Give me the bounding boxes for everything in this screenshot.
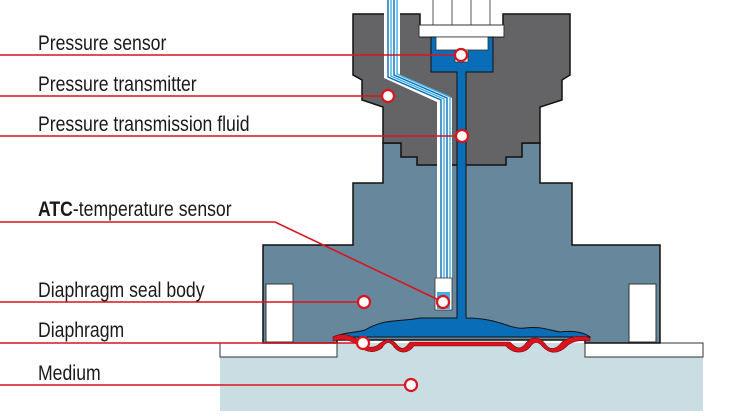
label-seal-body: Diaphragm seal body <box>38 279 205 303</box>
label-atc-sensor: ATC-temperature sensor <box>38 198 232 222</box>
diaphragm <box>332 334 591 353</box>
label-diaphragm: Diaphragm <box>38 319 124 343</box>
label-transmission-fluid: Pressure transmission fluid <box>38 113 250 137</box>
leader-atc-sensor <box>0 221 444 303</box>
connector-bar <box>418 24 505 38</box>
left-notch <box>265 283 294 343</box>
marker-diaphragm <box>355 335 371 351</box>
right-notch <box>628 283 657 343</box>
marker-medium <box>403 377 419 393</box>
marker-pressure-transmitter <box>380 88 396 104</box>
capillary-wires <box>387 0 451 278</box>
marker-seal-body <box>356 294 372 310</box>
marker-atc-sensor <box>435 294 451 310</box>
transmission-fluid <box>332 36 592 338</box>
marker-pressure-sensor <box>453 47 469 63</box>
left-flange <box>219 342 338 358</box>
marker-transmission-fluid <box>454 128 470 144</box>
label-pressure-transmitter: Pressure transmitter <box>38 73 197 97</box>
label-medium: Medium <box>38 362 101 386</box>
connector-pins <box>432 0 491 25</box>
label-pressure-sensor: Pressure sensor <box>38 32 167 56</box>
label-atc-rest: -temperature sensor <box>73 198 232 222</box>
right-flange <box>584 342 704 358</box>
label-atc-bold: ATC <box>38 198 73 222</box>
